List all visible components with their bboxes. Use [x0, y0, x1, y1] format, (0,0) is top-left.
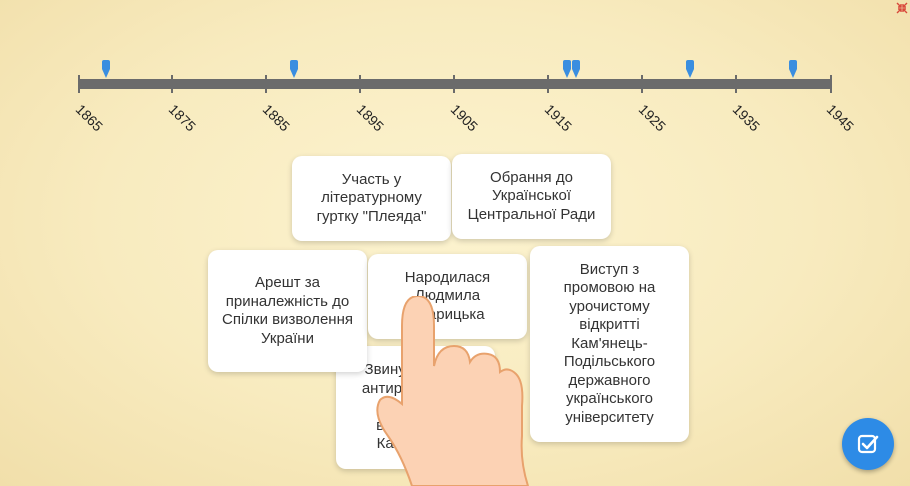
- collapse-arrows-icon[interactable]: [896, 2, 908, 14]
- year-label: 1935: [729, 101, 764, 135]
- check-button[interactable]: [842, 418, 894, 470]
- event-card[interactable]: Виступ з промовою на урочистому відкритт…: [530, 246, 689, 442]
- year-label: 1945: [823, 101, 858, 135]
- timeline-bar: [78, 79, 832, 89]
- year-label: 1885: [259, 101, 294, 135]
- event-card[interactable]: Обрання до Української Центральної Ради: [452, 154, 611, 239]
- check-icon: [857, 434, 879, 454]
- year-label: 1875: [165, 101, 200, 135]
- year-label: 1865: [72, 101, 107, 135]
- year-label: 1895: [353, 101, 388, 135]
- year-label: 1915: [541, 101, 576, 135]
- pin-marker-icon[interactable]: [788, 60, 798, 79]
- tick: [830, 75, 832, 93]
- tick: [78, 75, 80, 93]
- tick: [359, 75, 361, 93]
- tick: [735, 75, 737, 93]
- pin-marker-icon[interactable]: [571, 60, 581, 79]
- pin-marker-icon[interactable]: [685, 60, 695, 79]
- event-card[interactable]: Участь у літературному гуртку "Плеяда": [292, 156, 451, 241]
- tick: [171, 75, 173, 93]
- timeline-axis: 1865 1875 1885 1895 1905 1915 1925 1935 …: [73, 60, 857, 134]
- pin-marker-icon[interactable]: [289, 60, 299, 79]
- tick: [547, 75, 549, 93]
- pin-marker-icon[interactable]: [562, 60, 572, 79]
- year-label: 1905: [447, 101, 482, 135]
- tick: [265, 75, 267, 93]
- event-card[interactable]: Арешт за приналежність до Спілки визволе…: [208, 250, 367, 372]
- year-label: 1925: [635, 101, 670, 135]
- pin-marker-icon[interactable]: [101, 60, 111, 79]
- tick: [453, 75, 455, 93]
- tick: [641, 75, 643, 93]
- event-card[interactable]: Народилася Людмила Старицька: [368, 254, 527, 339]
